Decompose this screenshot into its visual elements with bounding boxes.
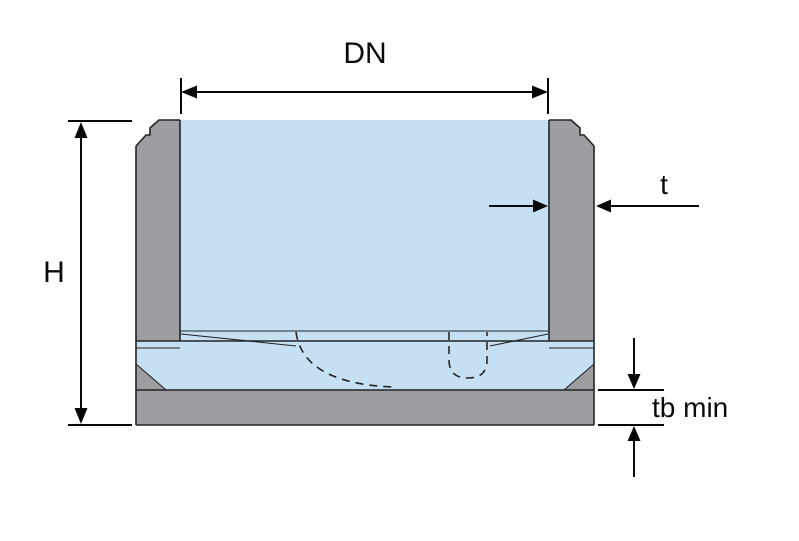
dn-dimension: DN: [180, 37, 549, 114]
channel-band: [136, 341, 594, 390]
t-label: t: [660, 169, 668, 200]
base-slab: [136, 390, 594, 425]
h-label: H: [43, 256, 65, 289]
interior-cavity: [180, 120, 549, 341]
h-dimension: H: [43, 120, 132, 426]
tb-arrow-up: [627, 426, 641, 441]
tb-min-dimension: tb min: [598, 338, 728, 477]
right-wall: [549, 120, 594, 341]
t-arrow-inner: [533, 199, 548, 213]
tb-arrow-down: [627, 374, 641, 389]
t-arrow-outer: [596, 199, 611, 213]
left-haunch-edge: [135, 363, 167, 391]
benching-slope-right: [489, 333, 549, 347]
h-arrow-top: [74, 122, 88, 138]
left-wall-top-profile: [135, 119, 180, 147]
channel-dashed-arc: [295, 331, 393, 388]
tb-min-label: tb min: [652, 392, 728, 423]
dn-arrow-left: [181, 85, 197, 99]
right-wall-top-profile: [549, 119, 595, 147]
h-arrow-bottom: [74, 408, 88, 424]
t-dimension: t: [489, 169, 699, 213]
dn-arrow-right: [532, 85, 548, 99]
right-haunch-edge: [563, 363, 595, 391]
left-wall: [136, 120, 180, 341]
socket-dashed-outline: [448, 332, 488, 379]
dn-label: DN: [343, 37, 386, 70]
benching-slope-left: [180, 333, 297, 347]
